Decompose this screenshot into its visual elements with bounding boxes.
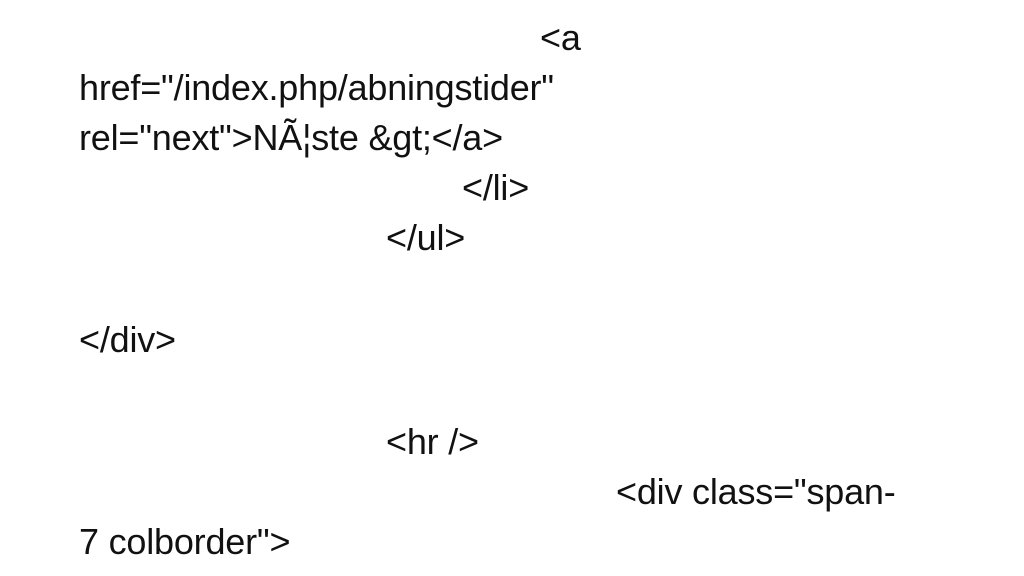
code-line-href: href="/index.php/abningstider": [79, 67, 554, 108]
code-line-colborder: 7 colborder">: [79, 521, 291, 562]
code-line-li-close: </li>: [462, 167, 530, 208]
code-line-anchor-open: <a: [540, 17, 581, 58]
code-line-div-span-open: <div class="span-: [616, 471, 896, 512]
clipped-text-top: [612, 0, 732, 8]
code-line-div-close: </div>: [79, 319, 176, 360]
code-line-hr: <hr />: [386, 421, 479, 462]
code-line-ul-close: </ul>: [386, 217, 466, 258]
code-line-rel-next: rel="next">NÃ¦ste &gt;</a>: [79, 117, 503, 158]
